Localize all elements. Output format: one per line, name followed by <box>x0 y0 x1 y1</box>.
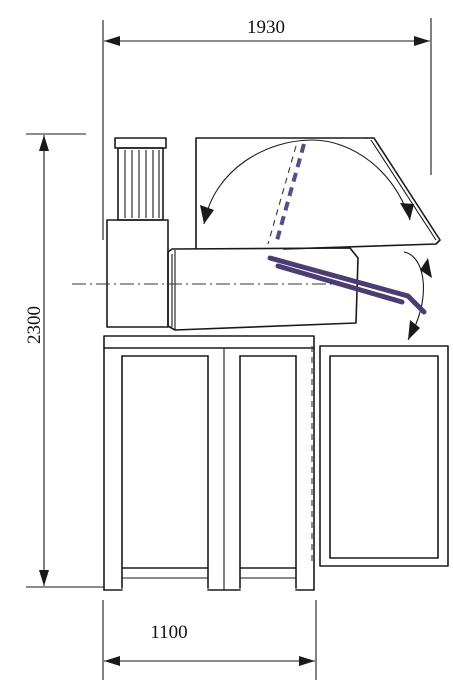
lid-swing-arc <box>200 139 432 341</box>
motor <box>114 137 167 221</box>
left-height-dimension: 2300 <box>24 133 104 588</box>
gearbox-housing <box>106 219 169 328</box>
bottom-width-dimension: 1100 <box>102 600 317 680</box>
bottom-width-label: 1100 <box>150 622 187 643</box>
top-width-dimension: 1930 <box>102 17 432 240</box>
hopper-lid <box>195 137 441 250</box>
left-height-label: 2300 <box>24 306 45 344</box>
collection-bin <box>311 345 449 567</box>
cutting-chamber <box>167 247 359 331</box>
lid-open-position-edge <box>267 145 297 245</box>
lid-open-position <box>274 143 306 245</box>
top-width-label: 1930 <box>247 17 285 38</box>
discharge-chute <box>267 255 427 315</box>
base-frame <box>103 335 315 591</box>
